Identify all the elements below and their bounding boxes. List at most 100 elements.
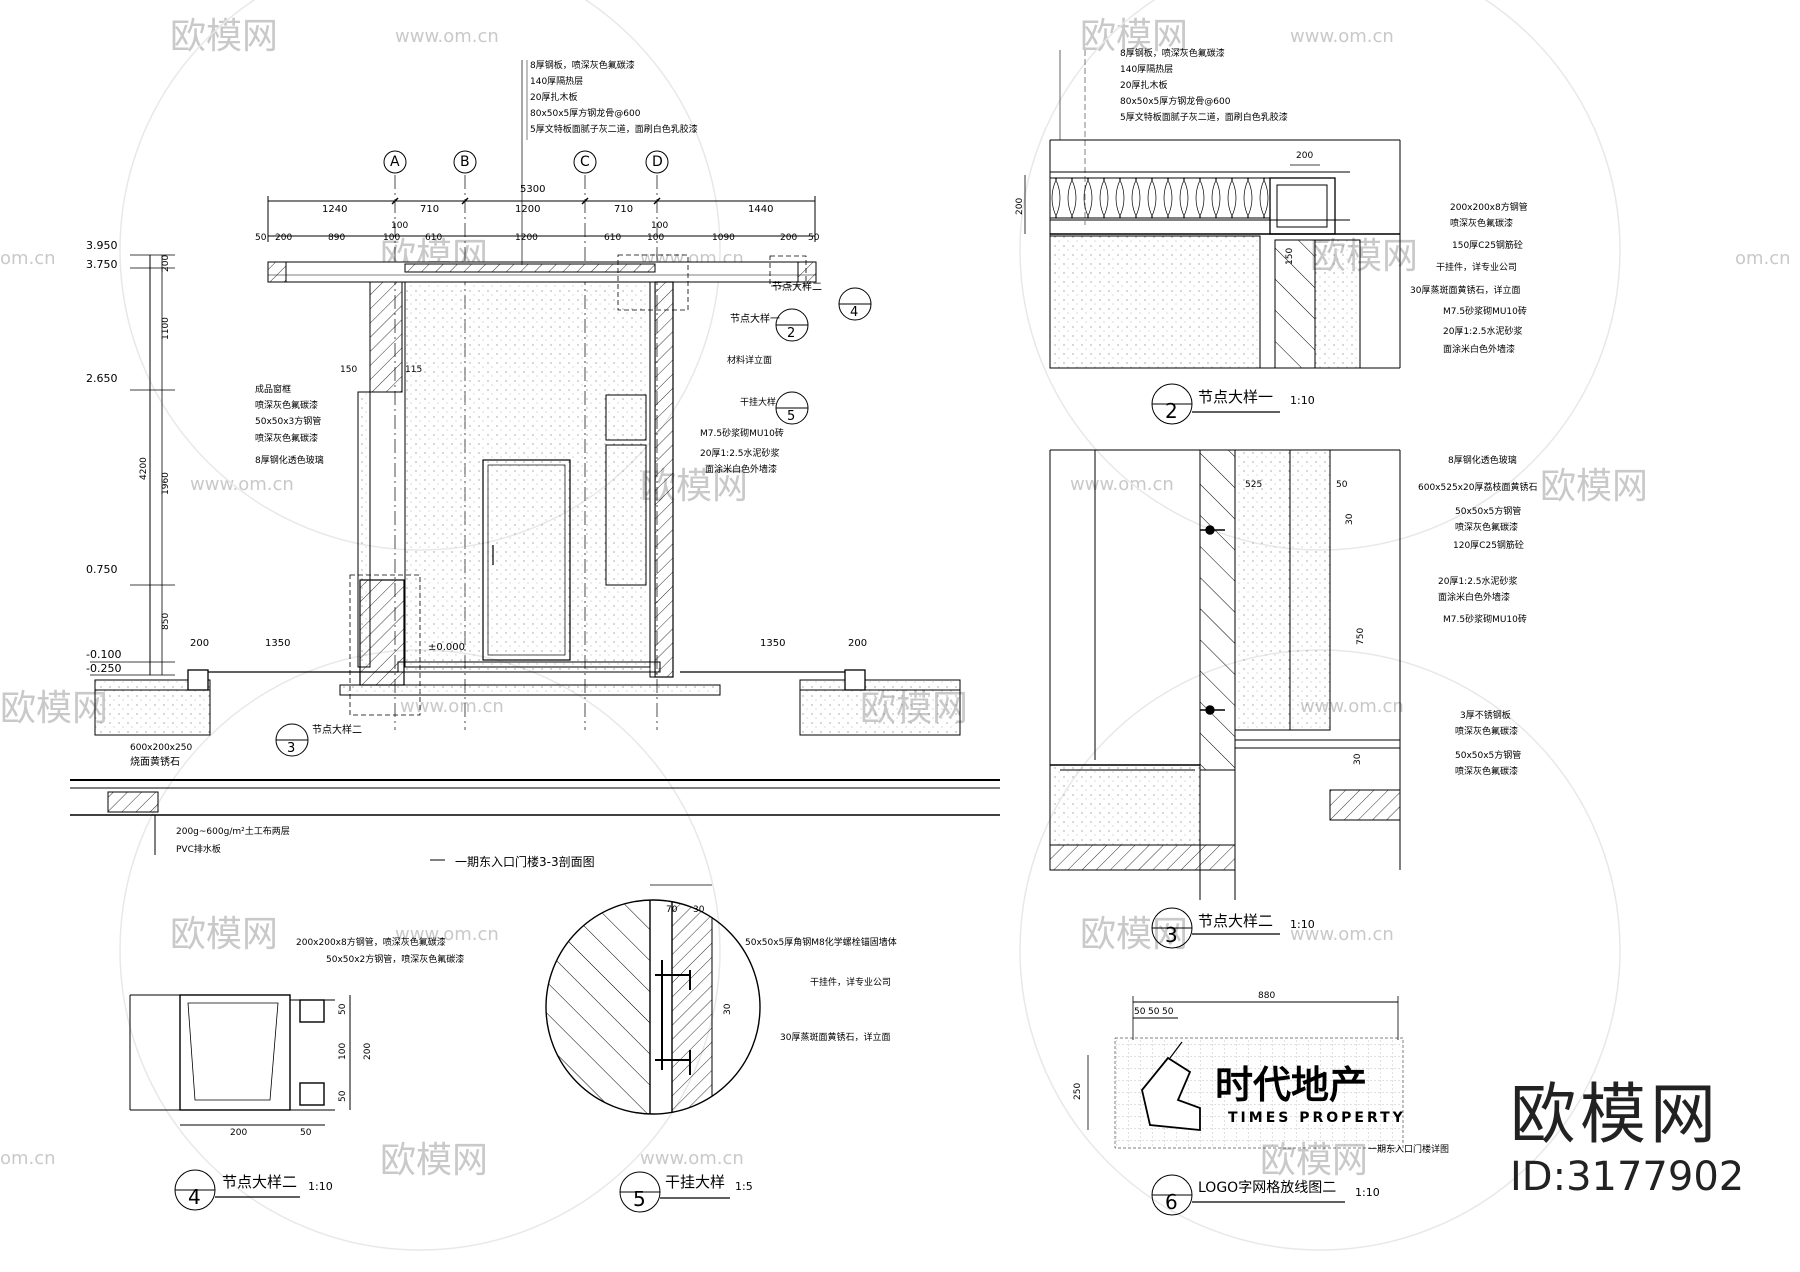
dim-row2: 610 bbox=[604, 233, 621, 243]
detail-1-dim: 200 bbox=[1296, 151, 1313, 161]
detail-2-right-note: 50x50x5方钢管 bbox=[1455, 505, 1521, 517]
detail-3-note: 200x200x8方钢管，喷深灰色氟碳漆 bbox=[296, 936, 446, 948]
left-note: 喷深灰色氟碳漆 bbox=[255, 399, 318, 411]
watermark-url: www.om.cn bbox=[190, 474, 294, 495]
dim-row1: 1440 bbox=[748, 204, 773, 215]
callout-label: 节点大样一 bbox=[730, 312, 780, 325]
detail-2-num: 3 bbox=[1165, 923, 1178, 947]
detail-2-right-note: 面涂米白色外墙漆 bbox=[1438, 591, 1510, 603]
base-note: PVC排水板 bbox=[176, 843, 221, 855]
callout-num: 3 bbox=[287, 741, 295, 756]
ground-dim: 200 bbox=[848, 638, 867, 649]
detail-2-right-note: 喷深灰色氟碳漆 bbox=[1455, 521, 1518, 533]
detail-5-scale: 1:10 bbox=[1355, 1186, 1380, 1199]
vdim: 1960 bbox=[161, 472, 171, 495]
level-mark: 3.950 bbox=[86, 239, 118, 252]
logo-en: TIMES PROPERTY bbox=[1228, 1110, 1406, 1126]
dim-100: 100 bbox=[651, 221, 668, 231]
right-note: 干挂大样 bbox=[740, 396, 776, 408]
logo-id: ID:3177902 bbox=[1510, 1154, 1745, 1200]
callout-num: 2 bbox=[787, 326, 795, 341]
axis-label-d: D bbox=[652, 154, 663, 170]
detail-4-title: 干挂大样 bbox=[665, 1173, 725, 1191]
detail-2-dim: 30 bbox=[1345, 513, 1355, 525]
detail-2 bbox=[1049, 449, 1401, 949]
vdim: 200 bbox=[161, 255, 171, 272]
detail-5 bbox=[1087, 996, 1404, 1216]
vdim: 115 bbox=[405, 365, 422, 375]
callout-label: 节点大样二 bbox=[312, 723, 362, 736]
dim-100: 100 bbox=[391, 221, 408, 231]
curb-finish: 烧面黄锈石 bbox=[130, 755, 180, 768]
detail-1-num: 2 bbox=[1165, 399, 1178, 423]
right-note: M7.5砂浆砌MU10砖 bbox=[700, 427, 784, 439]
detail-1-note: 80x50x5厚方钢龙骨@600 bbox=[1120, 95, 1231, 107]
right-note: 材料详立面 bbox=[727, 354, 772, 366]
logo-cn: 时代地产 bbox=[1215, 1063, 1367, 1107]
detail-1 bbox=[1024, 50, 1401, 425]
detail-1-right-note: 面涂米白色外墙漆 bbox=[1443, 343, 1515, 355]
axis-label-a: A bbox=[390, 154, 400, 170]
callout-num: 5 bbox=[787, 409, 795, 424]
dim-row1: 710 bbox=[614, 204, 633, 215]
watermark-url: om.cn bbox=[1735, 248, 1791, 269]
detail-1-note: 5厚文特板面腻子灰二道，面刷白色乳胶漆 bbox=[1120, 111, 1288, 123]
detail-4-labels: 70 30 30 50x50x5厚角钢M8化学螺栓锚固墙体 干挂件，详专业公司 … bbox=[633, 905, 897, 1211]
detail-4-scale: 1:5 bbox=[735, 1180, 753, 1193]
level-mark: 0.750 bbox=[86, 563, 118, 576]
axis-bubble-c bbox=[573, 150, 597, 174]
axis-bubble-b bbox=[453, 150, 477, 174]
right-note: 20厚1:2.5水泥砂浆 bbox=[700, 447, 780, 459]
detail-2-labels: 525 50 30 750 30 8厚钢化透色玻璃 600x525x20厚荔枝面… bbox=[1165, 454, 1537, 947]
detail-2-right-note: 8厚钢化透色玻璃 bbox=[1448, 454, 1517, 466]
axis-bubble-d bbox=[645, 150, 669, 174]
watermark-url: www.om.cn bbox=[395, 924, 499, 945]
detail-5-dim: 50 bbox=[1148, 1007, 1160, 1017]
detail-2-dim: 30 bbox=[1353, 753, 1363, 765]
main-section bbox=[70, 60, 1000, 861]
dim-row2: 1090 bbox=[712, 233, 735, 243]
detail-1-right-note: 30厚蒸斑面黄锈石，详立面 bbox=[1410, 284, 1520, 296]
detail-1-note: 8厚钢板，喷深灰色氟碳漆 bbox=[1120, 47, 1225, 59]
watermarks: 欧模网 www.om.cn 欧模网 www.om.cn 欧模网 www.om.c… bbox=[0, 0, 1791, 1251]
detail-2-right-note: M7.5砂浆砌MU10砖 bbox=[1443, 613, 1527, 625]
detail-2-scale: 1:10 bbox=[1290, 918, 1315, 931]
curb-note: 600x200x250 bbox=[130, 743, 192, 753]
dim-row1: 1200 bbox=[515, 204, 540, 215]
detail-3-dim: 200 bbox=[363, 1043, 373, 1060]
level-mark: -0.250 bbox=[86, 662, 121, 675]
site-logo: 欧模网 ID:3177902 bbox=[1510, 1080, 1745, 1201]
vdim: 850 bbox=[161, 613, 171, 630]
detail-3-dim: 100 bbox=[338, 1043, 348, 1060]
detail-1-labels: 8厚钢板，喷深灰色氟碳漆 140厚隔热层 20厚扎木板 80x50x5厚方钢龙骨… bbox=[1015, 47, 1528, 423]
detail-3-labels: 200x200x8方钢管，喷深灰色氟碳漆 50x50x2方钢管，喷深灰色氟碳漆 … bbox=[188, 936, 464, 1209]
roof-note: 5厚文特板面腻子灰二道，面刷白色乳胶漆 bbox=[530, 123, 698, 135]
detail-2-right-note: 20厚1:2.5水泥砂浆 bbox=[1438, 575, 1518, 587]
base-note: 200g~600g/m²土工布两层 bbox=[176, 825, 290, 837]
detail-2-title: 节点大样二 bbox=[1198, 912, 1273, 930]
detail-3-dim: 50 bbox=[338, 1003, 348, 1015]
left-note: 成品窗框 bbox=[255, 383, 291, 395]
ground-dim: 200 bbox=[190, 638, 209, 649]
vdim: 4200 bbox=[139, 457, 149, 480]
dim-row2: 200 bbox=[275, 233, 292, 243]
detail-2-right-note: 喷深灰色氟碳漆 bbox=[1455, 725, 1518, 737]
callout-num: 4 bbox=[850, 305, 858, 320]
detail-1-right-note: M7.5砂浆砌MU10砖 bbox=[1443, 305, 1527, 317]
detail-5-subnote: 一期东入口门楼详图 bbox=[1368, 1143, 1449, 1155]
detail-5-dim: 880 bbox=[1258, 991, 1275, 1001]
watermark-url: om.cn bbox=[0, 1148, 56, 1169]
ground-dim: 1350 bbox=[760, 638, 785, 649]
section-title: 一期东入口门楼3-3剖面图 bbox=[455, 854, 595, 869]
detail-1-note: 140厚隔热层 bbox=[1120, 63, 1173, 75]
detail-1-dim: 200 bbox=[1015, 198, 1025, 215]
watermark-url: www.om.cn bbox=[640, 1148, 744, 1169]
detail-2-dim: 525 bbox=[1245, 480, 1262, 490]
detail-1-scale: 1:10 bbox=[1290, 394, 1315, 407]
ground-dim: 1350 bbox=[265, 638, 290, 649]
detail-3-title: 节点大样二 bbox=[222, 1173, 297, 1191]
watermark-brand: 欧模网 bbox=[1540, 466, 1648, 507]
roof-note: 80x50x5厚方钢龙骨@600 bbox=[530, 107, 641, 119]
watermark-url: www.om.cn bbox=[1070, 474, 1174, 495]
